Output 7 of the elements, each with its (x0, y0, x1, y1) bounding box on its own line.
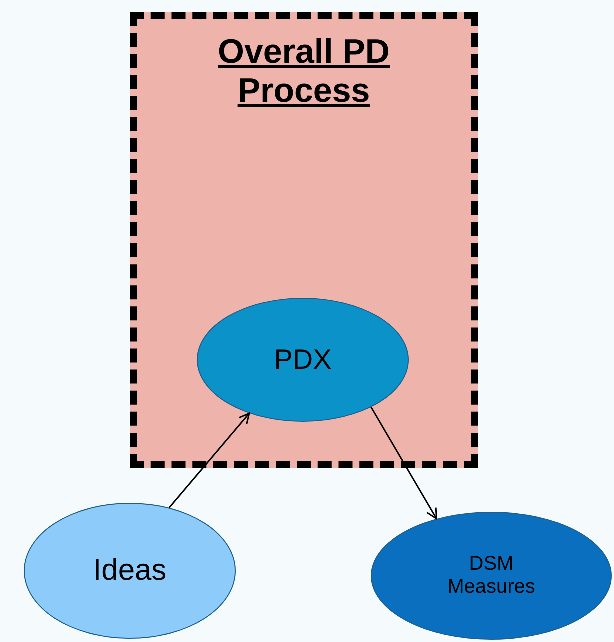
dashed-group-box (130, 12, 478, 468)
group-title: Overall PD Process (217, 33, 391, 112)
node-label: DSM Measures (447, 553, 536, 599)
node-label: PDX (274, 344, 332, 376)
arrow (168, 412, 250, 508)
arrow (370, 407, 438, 520)
node-label: Ideas (93, 554, 167, 588)
